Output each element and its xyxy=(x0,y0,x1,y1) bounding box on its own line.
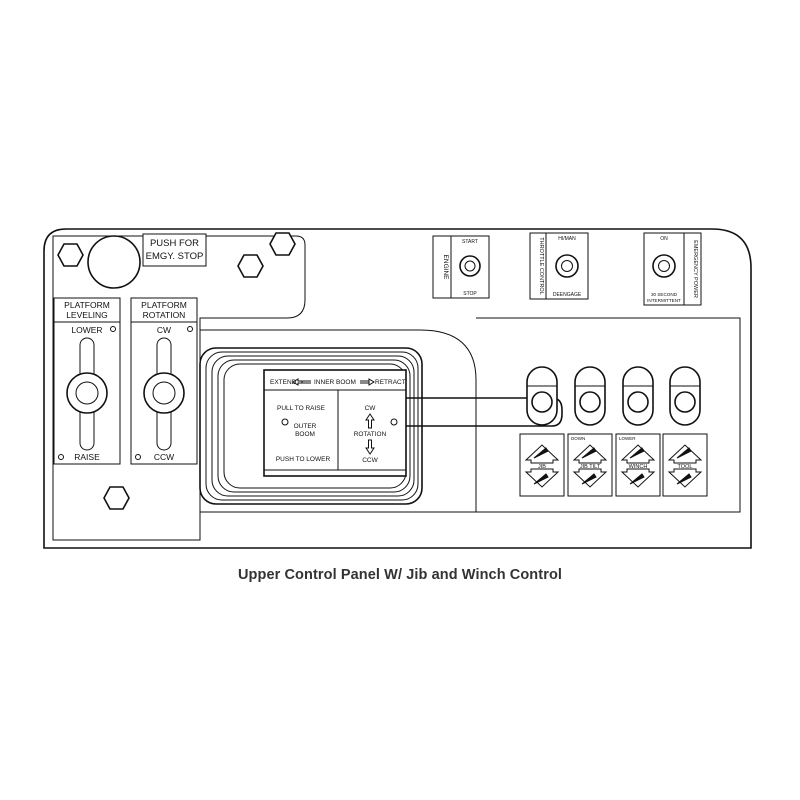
lever-plate-tool: TOOL xyxy=(662,433,708,497)
hex-bolt-top-middle xyxy=(237,254,264,278)
emergency-power-switch[interactable] xyxy=(652,254,676,278)
emergency-power-top-label: ON xyxy=(660,236,668,242)
lever-top-label-winch: LOWER xyxy=(619,436,636,441)
emergency-stop-button[interactable] xyxy=(87,235,141,289)
lever-knobs xyxy=(526,366,701,426)
panel-outline xyxy=(43,228,752,549)
up-arrow-icon xyxy=(365,413,375,429)
hex-bolt-top-right xyxy=(269,232,296,256)
platform-leveling-top-label: LOWER xyxy=(71,325,102,335)
lever-label-jib-tilt: JIB TILT xyxy=(580,464,601,470)
emergency-power-bottom-label-2: INTERMITTENT xyxy=(647,298,681,303)
diagram-caption: Upper Control Panel W/ Jib and Winch Con… xyxy=(237,567,563,583)
lever-knob-tool[interactable] xyxy=(669,366,701,426)
engine-bottom-label: STOP xyxy=(463,291,477,297)
platform-leveling-title-2: LEVELING xyxy=(66,310,108,320)
platform-rotation-title-1: PLATFORM xyxy=(141,300,187,310)
retract-arrow-icon xyxy=(360,378,375,386)
throttle-top-label: HI/MAN xyxy=(558,236,576,242)
joystick-rotation-label: ROTATION xyxy=(354,431,387,438)
lever-top-label-jib-tilt: DOWN xyxy=(571,436,585,441)
engine-switch-panel: ENGINE START STOP xyxy=(432,235,490,299)
engine-side-label: ENGINE xyxy=(442,255,449,281)
joystick-ccw-label: CCW xyxy=(362,457,378,464)
down-house-arrow-icon xyxy=(572,468,608,488)
joystick-extend-label: EXTEND xyxy=(270,379,297,386)
lever-knob-jib-tilt[interactable] xyxy=(574,366,606,426)
platform-leveling-title-1: PLATFORM xyxy=(64,300,110,310)
joystick-pull-to-raise-label: PULL TO RAISE xyxy=(277,405,326,412)
down-house-arrow-icon xyxy=(524,468,560,488)
joystick-outer-boom-label-1: OUTER xyxy=(294,423,317,430)
joystick-inner-boom-label: INNER BOOM xyxy=(314,379,356,386)
up-house-arrow-icon xyxy=(620,444,656,464)
engine-top-label: START xyxy=(462,239,478,245)
down-house-arrow-icon xyxy=(620,468,656,488)
engine-switch[interactable] xyxy=(459,255,481,277)
emergency-stop-label: PUSH FOR EMGY. STOP xyxy=(142,233,207,267)
lever-label-jib: JIB xyxy=(538,464,546,470)
throttle-side-label: THROTTLE CONTROL xyxy=(538,237,544,294)
platform-leveling-knob[interactable] xyxy=(66,372,108,414)
emergency-stop-label-line-2: EMGY. STOP xyxy=(146,251,204,262)
left-sub-plate xyxy=(52,235,306,541)
platform-rotation-bottom-label: CCW xyxy=(154,452,174,462)
joystick-pocket xyxy=(200,329,477,513)
platform-rotation-title-2: ROTATION xyxy=(143,310,186,320)
joystick-retract-label: RETRACT xyxy=(375,379,406,386)
emergency-stop-label-line-1: PUSH FOR xyxy=(150,238,199,249)
up-house-arrow-icon xyxy=(572,444,608,464)
down-arrow-icon xyxy=(365,439,375,455)
lever-plate-winch: WINCH LOWER xyxy=(615,433,661,497)
joystick-outer-boom-label-2: BOOM xyxy=(295,431,315,438)
platform-leveling-bottom-label: RAISE xyxy=(74,452,100,462)
lever-knob-jib[interactable] xyxy=(526,366,558,426)
lever-knob-winch[interactable] xyxy=(622,366,654,426)
joystick-decal-hole-left xyxy=(281,418,289,426)
up-house-arrow-icon xyxy=(667,444,703,464)
hex-bolt-bottom xyxy=(103,486,130,510)
joystick-push-to-lower-label: PUSH TO LOWER xyxy=(276,456,331,463)
platform-rotation-top-label: CW xyxy=(157,325,171,335)
lever-label-winch: WINCH xyxy=(629,464,648,470)
extend-arrow-icon xyxy=(292,378,311,386)
platform-rotation-knob[interactable] xyxy=(143,372,185,414)
down-house-arrow-icon xyxy=(667,468,703,488)
throttle-control-switch[interactable] xyxy=(555,254,579,278)
lever-label-tool: TOOL xyxy=(678,464,693,470)
lever-plate-jib-tilt: JIB TILT DOWN xyxy=(567,433,613,497)
lever-plate-jib: JIB xyxy=(519,433,565,497)
hex-bolt-top-left xyxy=(57,243,84,267)
lever-label-plates: JIB JIB TILT DOWN WINCH LOWER TOOL xyxy=(519,433,708,497)
emergency-power-side-label: EMERGENCY POWER xyxy=(692,240,698,298)
up-house-arrow-icon xyxy=(524,444,560,464)
throttle-bottom-label: DEENGAGE xyxy=(553,292,582,298)
joystick-cw-label: CW xyxy=(365,405,377,412)
joystick-decal-hole-right xyxy=(390,418,398,426)
lever-plate xyxy=(476,317,741,513)
emergency-power-bottom-label-1: 30 SECOND xyxy=(651,292,678,297)
